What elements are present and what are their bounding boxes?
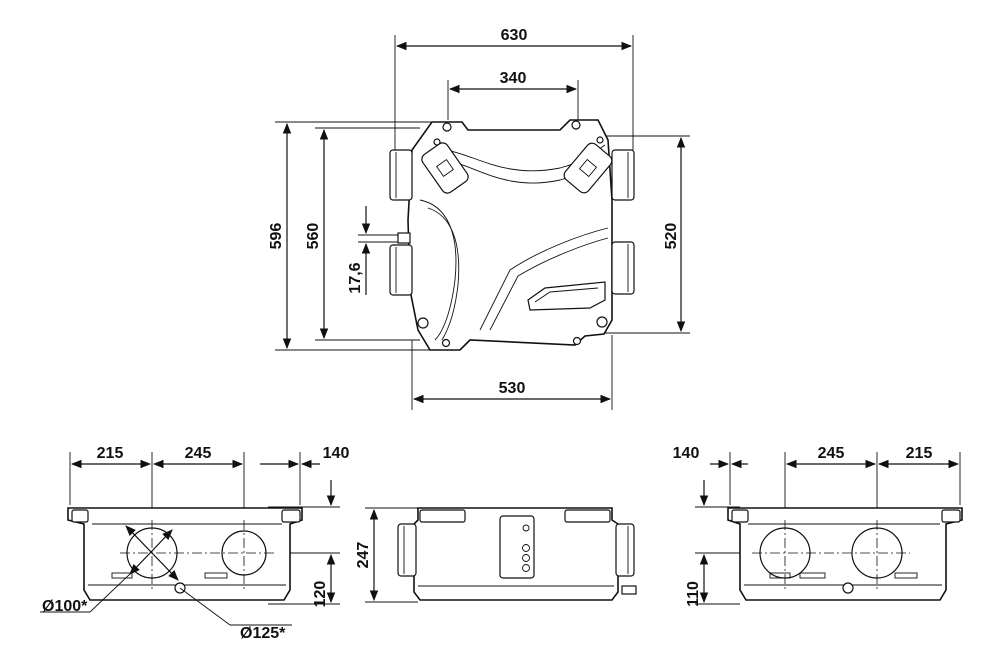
side-view: 247 [355, 507, 637, 603]
dim-label-140-left: 140 [323, 445, 350, 462]
dim-label-560: 560 [305, 223, 322, 250]
dim-label-245-right: 245 [818, 445, 845, 462]
front-right-view: 140 245 215 110 [673, 445, 963, 607]
top-view: 630 340 596 560 17,6 520 530 [268, 27, 690, 410]
control-panel [499, 515, 535, 579]
dim-label-340: 340 [500, 70, 527, 87]
dim-label-215-right: 215 [906, 445, 933, 462]
drain-stub [397, 232, 411, 244]
dim-label-140-right: 140 [673, 445, 700, 462]
dim-label-duct-100: Ø100* [42, 598, 88, 615]
dim-label-215-left: 215 [97, 445, 124, 462]
port-left-upper [389, 149, 413, 201]
port-left-lower [389, 244, 413, 296]
front-left-view: 215 245 140 120 Ø100* Ø125* [40, 445, 349, 642]
dim-label-110: 110 [685, 581, 702, 607]
dim-label-duct-125: Ø125* [240, 625, 286, 642]
dim-label-630: 630 [501, 27, 528, 44]
dim-label-520: 520 [663, 223, 680, 250]
dim-label-drain-offset: 17,6 [347, 262, 364, 293]
port-right-upper [611, 149, 635, 201]
dim-label-530: 530 [499, 380, 526, 397]
port-right-lower [611, 241, 635, 295]
dim-label-247: 247 [355, 542, 372, 569]
dim-label-120: 120 [312, 581, 329, 608]
dim-label-245-left: 245 [185, 445, 212, 462]
dim-label-596: 596 [268, 223, 285, 250]
